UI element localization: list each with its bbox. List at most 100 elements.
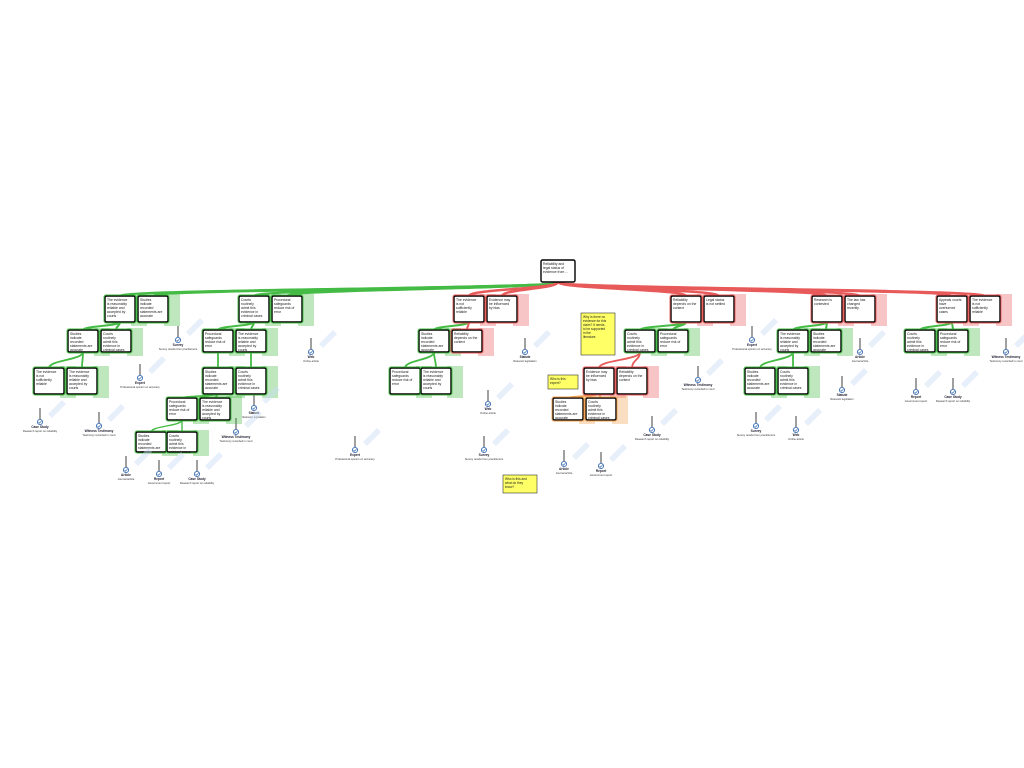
check-icon (124, 468, 128, 472)
watermark-icon (760, 318, 778, 336)
evidence-icon (912, 388, 920, 396)
evidence-icon (36, 418, 44, 426)
evidence-title: Expert (350, 453, 361, 457)
check-icon (234, 430, 238, 434)
watermark-icon (107, 404, 125, 422)
node-outline (419, 366, 453, 396)
evidence-title: Witness Testimony (85, 429, 114, 433)
node-label: error (660, 344, 668, 348)
node-box (904, 329, 936, 353)
node-label: recorded (555, 408, 568, 412)
node-label: recorded (140, 306, 153, 310)
node-label: Reliability and (543, 262, 564, 266)
node-label: recorded (747, 378, 760, 382)
evidence-icon (752, 422, 760, 430)
check-icon (794, 428, 798, 432)
evidence-text: Journal article (556, 471, 573, 475)
evidence-title: Report (154, 477, 165, 481)
evidence-text: Research report on reliability (180, 481, 215, 485)
node-label: The evidence (423, 370, 443, 374)
watermark-icon (764, 404, 782, 422)
node-label: routinely (627, 336, 640, 340)
node-outline (32, 366, 66, 396)
node-label: Reliability (454, 332, 469, 336)
node-label: recorded (70, 340, 83, 344)
node-label: The law has (847, 298, 866, 302)
node-box (420, 367, 452, 395)
node-label: accepted by (202, 412, 221, 416)
node-label: is not (36, 374, 44, 378)
node-outline (485, 294, 519, 324)
node-label: courts (202, 416, 212, 420)
node-label: Studies (140, 298, 152, 302)
node-label: accurate (421, 348, 434, 352)
node-outline (66, 328, 100, 354)
evidence-text: Research report on reliability (635, 437, 670, 441)
connector-line (404, 351, 435, 369)
node-label: safeguards (660, 336, 677, 340)
node-label: Evidence may (586, 370, 608, 374)
node-label: depends on the (619, 374, 642, 378)
evidence-text: Journal article (852, 359, 869, 363)
evidence-icon (560, 460, 568, 468)
node-label: courts (780, 348, 790, 352)
watermark-icon (804, 408, 822, 426)
evidence-title: Survey (479, 453, 490, 457)
evidence-icon (856, 348, 864, 356)
evidence-text: Relevant legislation (513, 359, 537, 363)
